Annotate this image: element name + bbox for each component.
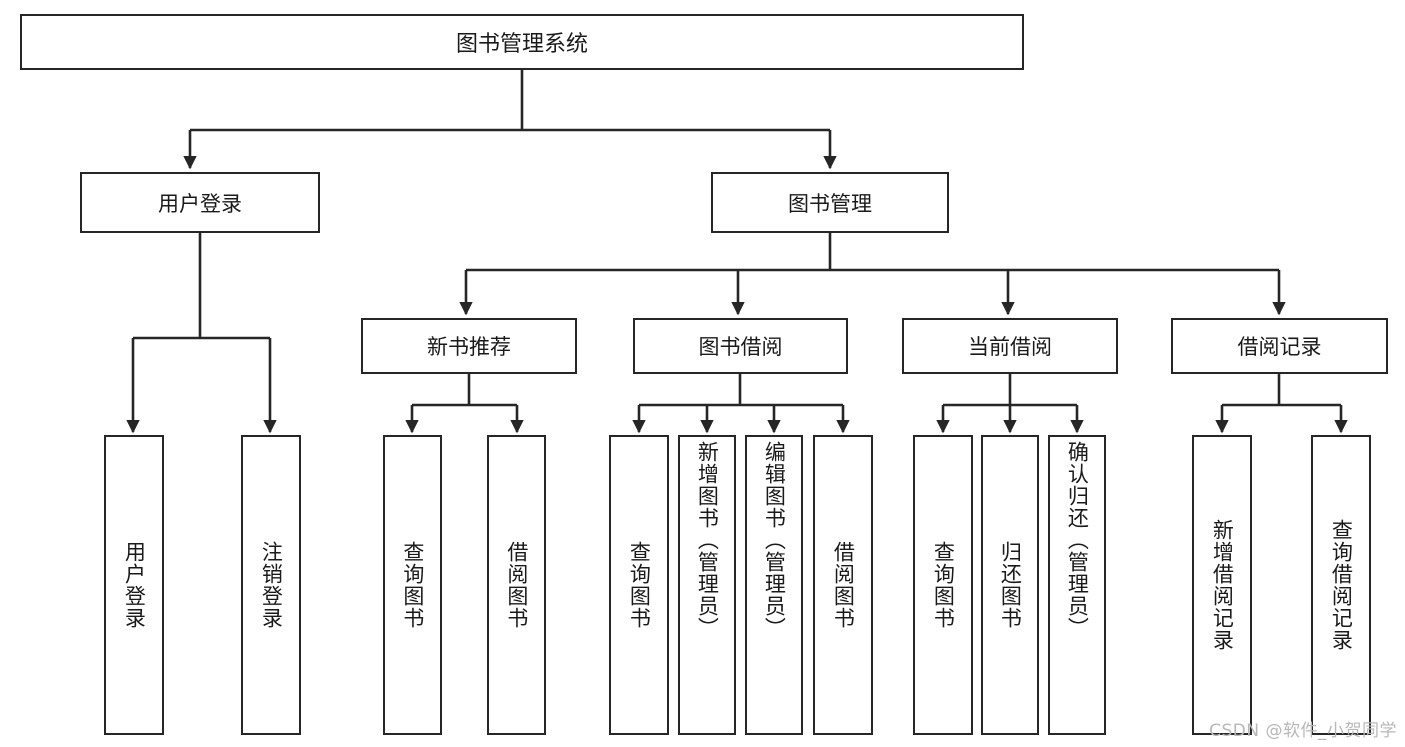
leaf-label: 编辑图书（管理员） (762, 441, 787, 639)
leaf-label: 查询图书 (400, 541, 425, 629)
leaf-add-borrow-record[interactable]: 新增借阅记录 (1192, 435, 1252, 735)
leaf-query-book-new-recommend[interactable]: 查询图书 (383, 435, 442, 735)
node-borrow-record[interactable]: 借阅记录 (1171, 318, 1388, 374)
node-book-manage[interactable]: 图书管理 (711, 172, 949, 233)
leaf-label: 确认归还（管理员） (1065, 441, 1090, 639)
node-book-borrow[interactable]: 图书借阅 (633, 318, 848, 374)
node-label: 当前借阅 (968, 335, 1052, 359)
leaf-query-book-current[interactable]: 查询图书 (913, 435, 973, 735)
leaf-label: 查询图书 (627, 541, 652, 629)
leaf-label: 注销登录 (259, 541, 284, 629)
node-user-login[interactable]: 用户登录 (80, 172, 320, 233)
leaf-query-book-borrow[interactable]: 查询图书 (609, 435, 669, 735)
leaf-label: 新增借阅记录 (1210, 519, 1235, 651)
leaf-label: 查询图书 (931, 541, 956, 629)
leaf-label: 查询借阅记录 (1329, 519, 1354, 651)
leaf-edit-book-admin[interactable]: 编辑图书（管理员） (745, 435, 803, 735)
watermark-text: CSDN @软件_小贺同学 (1209, 721, 1397, 741)
leaf-user-login[interactable]: 用户登录 (104, 435, 164, 735)
leaf-borrow-book-borrow[interactable]: 借阅图书 (813, 435, 873, 735)
leaf-borrow-book-new-recommend[interactable]: 借阅图书 (487, 435, 546, 735)
node-label: 图书借阅 (698, 335, 783, 359)
leaf-confirm-return-admin[interactable]: 确认归还（管理员） (1048, 435, 1106, 735)
node-label: 新书推荐 (427, 335, 511, 359)
node-new-book-recommend[interactable]: 新书推荐 (361, 318, 577, 374)
leaf-logout-login[interactable]: 注销登录 (241, 435, 301, 735)
node-root-book-management-system[interactable]: 图书管理系统 (20, 14, 1024, 70)
node-current-borrow[interactable]: 当前借阅 (902, 318, 1118, 374)
leaf-query-borrow-record[interactable]: 查询借阅记录 (1311, 435, 1371, 735)
leaf-label: 新增图书（管理员） (695, 441, 720, 639)
leaf-label: 借阅图书 (831, 541, 856, 629)
leaf-add-book-admin[interactable]: 新增图书（管理员） (678, 435, 736, 735)
leaf-label: 借阅图书 (504, 541, 529, 629)
leaf-label: 归还图书 (998, 541, 1023, 629)
node-label: 用户登录 (158, 191, 242, 216)
leaf-label: 用户登录 (122, 541, 147, 629)
node-label: 借阅记录 (1237, 335, 1322, 359)
leaf-return-book[interactable]: 归还图书 (981, 435, 1039, 735)
node-label: 图书管理 (788, 191, 872, 216)
node-label: 图书管理系统 (455, 32, 588, 57)
